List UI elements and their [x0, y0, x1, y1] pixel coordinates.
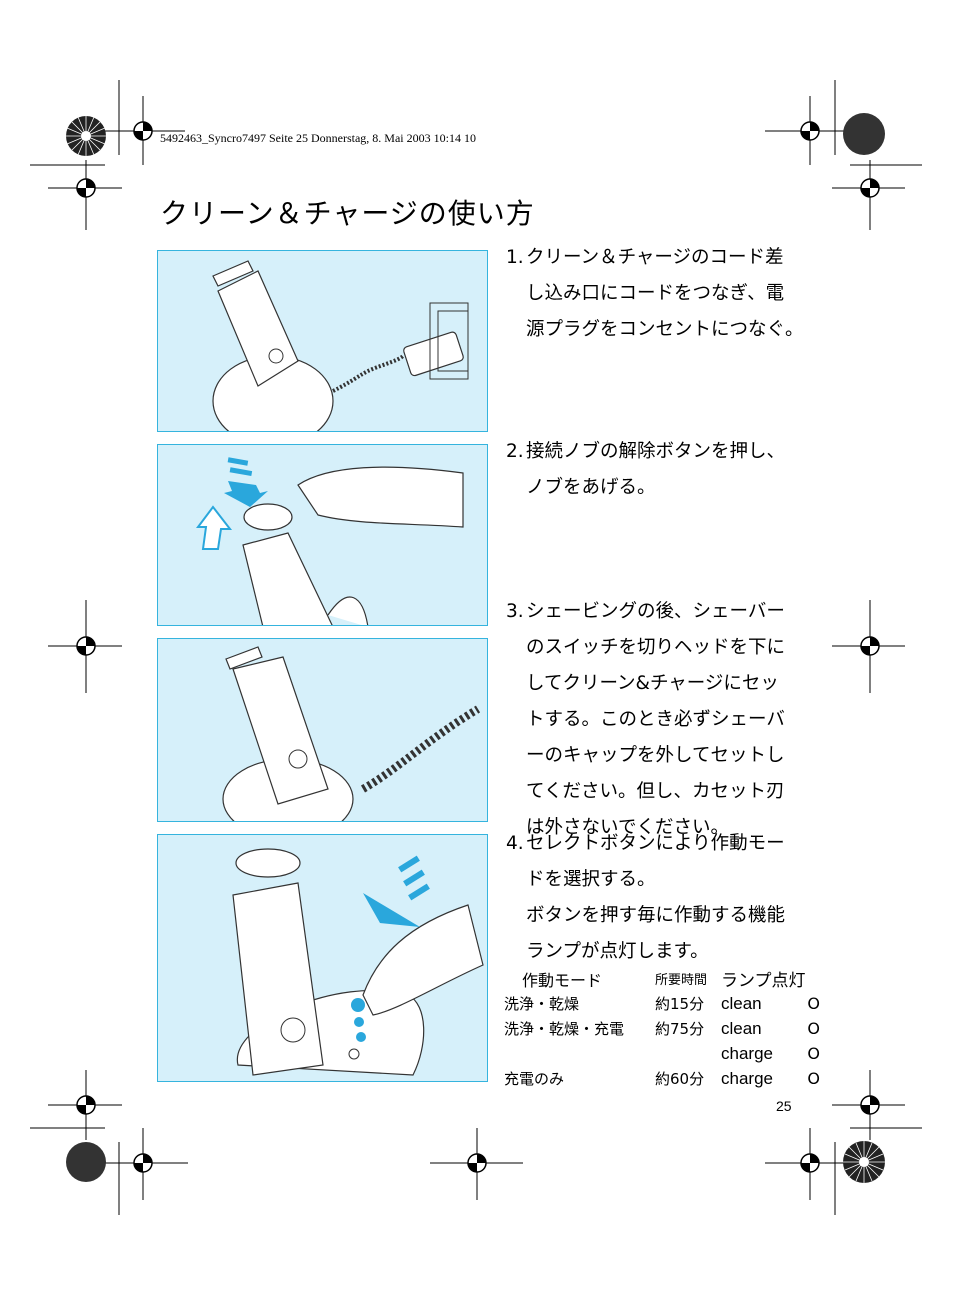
time-cell: 約75分 [655, 1020, 705, 1038]
page-number: 25 [776, 1098, 792, 1114]
step-line: シェービングの後、シェーバー [526, 601, 785, 622]
illustration-select-mode [157, 834, 488, 1082]
step-line: 源プラグをコンセントにつなぐ。 [526, 319, 804, 340]
step-line: ドを選択する。 [526, 869, 656, 890]
mode-table: 作動モード 所要時間 ランプ点灯 洗浄・乾燥 約15分 clean O 洗浄・乾… [504, 966, 820, 1091]
illustration-connect-cord [157, 250, 488, 432]
step-line: セレクトボタンにより作動モー [526, 833, 785, 854]
mode-cell [504, 1041, 655, 1066]
step-number: 2. [506, 441, 524, 462]
time-cell [655, 1041, 721, 1066]
mode-cell: 充電のみ [504, 1070, 565, 1088]
step-line: ボタンを押す毎に作動する機能 [526, 905, 786, 926]
step-line: トする。このとき必ずシェーバ [526, 709, 785, 730]
step-4: 4. セレクトボタンにより作動モー ドを選択する。 ボタンを押す毎に作動する機能… [506, 826, 806, 970]
lamp-cell: charge [721, 1068, 773, 1088]
print-slug: 5492463_Syncro7497 Seite 25 Donnerstag, … [160, 131, 476, 145]
lamp-cell: charge [721, 1043, 773, 1063]
step-line: ランプが点灯します。 [526, 941, 709, 962]
step-line: してクリーン&チャージにセッ [526, 673, 779, 694]
step-line: クリーン＆チャージのコード差 [526, 247, 784, 268]
lamp-mark: O [807, 1069, 820, 1088]
time-cell: 約60分 [655, 1070, 705, 1088]
step-1: 1. クリーン＆チャージのコード差 し込み口にコードをつなぎ、電 源プラグをコン… [506, 240, 806, 348]
mode-cell: 洗浄・乾燥 [504, 995, 580, 1013]
step-number: 3. [506, 601, 524, 622]
lamp-cell: clean [721, 1018, 762, 1038]
lamp-mark: O [807, 1044, 820, 1063]
step-line: は外さないでください。 [526, 817, 729, 838]
header-time: 所要時間 [655, 973, 708, 988]
table-header-row: 作動モード 所要時間 ランプ点灯 [504, 966, 820, 992]
time-cell: 約15分 [655, 995, 705, 1013]
page-title: クリーン＆チャージの使い方 [160, 197, 535, 230]
step-line: ーのキャップを外してセットし [526, 745, 785, 766]
step-line: 接続ノブの解除ボタンを押し、 [526, 441, 786, 462]
step-line: ノブをあげる。 [526, 477, 656, 498]
lamp-mark: O [807, 1019, 820, 1038]
illustration-release-knob [157, 444, 488, 626]
lamp-mark: O [807, 994, 820, 1013]
step-line: てください。但し、カセット刃 [526, 781, 785, 802]
table-row: 洗浄・乾燥 約15分 clean O [504, 991, 820, 1016]
table-row: charge O [504, 1041, 820, 1066]
lamp-cell: clean [721, 993, 762, 1013]
step-2: 2. 接続ノブの解除ボタンを押し、 ノブをあげる。 [506, 434, 806, 506]
table-row: 洗浄・乾燥・充電 約75分 clean O [504, 1016, 820, 1041]
header-mode: 作動モード [522, 970, 603, 990]
mode-cell: 洗浄・乾燥・充電 [504, 1020, 625, 1038]
step-line: のスイッチを切りヘッドを下に [526, 637, 786, 658]
step-3: 3. シェービングの後、シェーバー のスイッチを切りヘッドを下に してクリーン&… [506, 594, 806, 846]
step-number: 4. [506, 833, 524, 854]
step-number: 1. [506, 247, 524, 268]
step-line: し込み口にコードをつなぎ、電 [526, 283, 785, 304]
illustration-insert-shaver [157, 638, 488, 822]
table-row: 充電のみ 約60分 charge O [504, 1066, 820, 1091]
header-lamp: ランプ点灯 [721, 971, 806, 991]
